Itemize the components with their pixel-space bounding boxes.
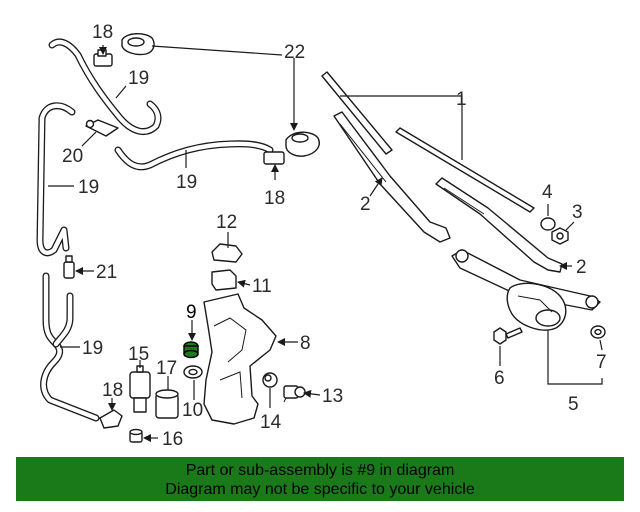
wiper-blade-right [395,127,535,213]
hose-clip-18-right [263,151,285,165]
banner-line-2: Diagram may not be specific to your vehi… [165,481,475,498]
callout-7: 7 [596,352,607,373]
parts-diagram: 22 18 19 20 19 18 19 21 19 1 2 2 3 4 5 6… [36,22,607,450]
seal-17 [155,389,179,419]
hose-connector-20 [85,119,119,137]
callout-19-upper: 19 [128,68,149,89]
callout-19-left: 19 [78,177,99,198]
callout-2-left: 2 [360,194,371,215]
callout-labels: 22 18 19 20 19 18 19 21 19 1 2 2 3 4 5 6… [62,22,607,450]
info-banner: Part or sub-assembly is #9 in diagram Di… [16,457,624,501]
washer-hose-upper [48,38,162,136]
callout-15: 15 [128,344,149,365]
wiper-arm-left [333,111,451,243]
callout-10: 10 [182,400,203,421]
connector-18-bottom [99,409,123,429]
callout-21: 21 [96,262,117,283]
leader-lines [48,45,603,442]
check-valve-21 [63,255,75,279]
callout-9: 9 [186,302,197,323]
level-sensor-13 [283,385,306,403]
callout-18-bottom: 18 [102,380,123,401]
callout-6: 6 [494,368,505,389]
callout-4: 4 [542,182,553,203]
nut-3 [551,227,569,245]
callout-14: 14 [260,412,282,433]
callout-2-right: 2 [576,257,587,278]
grommet-10 [183,365,203,379]
callout-1: 1 [456,89,467,110]
washer-hose-middle [114,140,274,171]
callout-8: 8 [300,333,311,354]
cap-4 [540,217,556,231]
washer-nozzle-22-right [285,131,320,157]
washer-7 [590,325,606,339]
callout-19-middle: 19 [176,172,197,193]
callout-17: 17 [156,358,177,379]
part-12-pad [211,243,243,263]
callout-22: 22 [284,42,305,63]
callout-13: 13 [322,386,343,407]
washer-pump-15 [129,365,151,413]
callout-5: 5 [568,394,579,415]
washer-reservoir-8 [203,293,277,425]
callout-3: 3 [572,202,583,223]
bolt-6 [493,327,523,345]
grommet-14 [262,372,278,388]
washer-hose-lower [40,272,100,422]
callout-11: 11 [252,276,272,297]
callout-16: 16 [162,429,183,450]
wiper-blade-left [321,71,393,155]
part-11-bumper [211,269,237,291]
washer-hose-left [36,102,76,257]
callout-18-top: 18 [92,22,113,43]
callout-12: 12 [216,212,237,233]
plug-16 [129,428,143,443]
banner-line-1: Part or sub-assembly is #9 in diagram [185,462,455,479]
grommet-9 [183,341,199,359]
washer-nozzle-22-top [121,33,155,56]
wiper-linkage [451,249,601,311]
wiper-motor [506,282,567,331]
callout-18-right: 18 [264,188,285,209]
callout-19-lower: 19 [82,338,103,359]
callout-20: 20 [62,146,83,167]
